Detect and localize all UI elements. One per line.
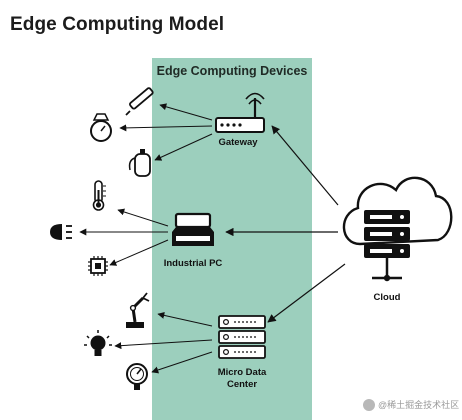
industrial-pc-to-devices-arrows <box>79 208 169 266</box>
micro-data-center-label-line2: Center <box>226 379 258 390</box>
watermark-text: @稀土掘金技术社区 <box>378 400 460 410</box>
micro-data-center-label-line1: Micro Data <box>217 367 267 378</box>
gateway-label: Gateway <box>218 137 258 148</box>
server-rack-icon <box>218 315 266 359</box>
cloud-to-gateway-arrow <box>271 125 339 206</box>
drive-box-icon <box>172 212 214 246</box>
diagram-title: Edge Computing Model <box>10 14 225 35</box>
gas-tank-icon <box>128 149 151 177</box>
cloud-label: Cloud <box>373 292 401 303</box>
scale-icon <box>90 113 112 142</box>
watermark-logo-icon <box>363 398 375 411</box>
gateway-to-devices-arrows <box>119 103 213 161</box>
watermark: @稀土掘金技术社区 <box>363 398 459 411</box>
cloud-server-icon <box>342 176 453 282</box>
pressure-gauge-icon <box>126 363 148 390</box>
robot-arm-icon <box>126 292 150 328</box>
router-icon <box>215 92 265 133</box>
pen-icon <box>125 87 154 116</box>
headlight-icon <box>50 224 72 240</box>
band-title: Edge Computing Devices <box>156 64 308 78</box>
micro-data-center-to-devices-arrows <box>114 311 213 374</box>
industrial-pc-label: Industrial PC <box>163 258 223 269</box>
chip-icon <box>88 256 108 276</box>
thermometer-icon <box>92 180 106 211</box>
micro-data-center-label: Micro Data Center <box>202 367 282 391</box>
light-bulb-icon <box>84 330 112 356</box>
cloud-to-micro-data-center-arrow <box>267 263 346 323</box>
